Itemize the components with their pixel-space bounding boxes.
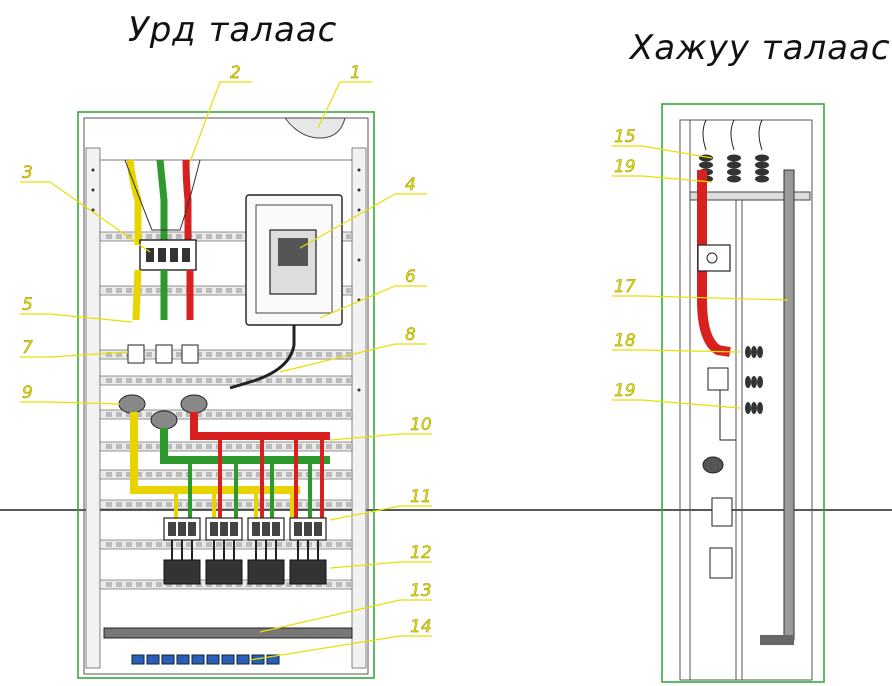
cable-entry [283, 117, 346, 139]
callout-front-5: 5 [22, 295, 33, 315]
callout-front-9: 9 [22, 383, 33, 403]
side-earth-bar [783, 169, 795, 641]
side-switch [697, 244, 731, 272]
incoming-cable-red [182, 159, 192, 245]
callout-front-10: 10 [410, 415, 432, 435]
callout-front-4: 4 [405, 175, 416, 195]
front-frame [83, 117, 369, 675]
callout-front-14: 14 [410, 617, 432, 637]
side-view-title: Хажуу талаас [630, 28, 891, 68]
busbar-green [160, 428, 330, 464]
top-rail-side [689, 191, 811, 201]
front-enclosure-outline [77, 111, 375, 679]
current-transformers [127, 344, 199, 364]
left-post [85, 147, 101, 669]
callout-side-2: 19 [614, 157, 636, 177]
front-view-title: Урд талаас [128, 10, 338, 50]
callout-front-3: 3 [22, 163, 33, 183]
right-post [351, 147, 367, 669]
callout-side-5: 19 [614, 381, 636, 401]
callout-front-12: 12 [410, 543, 432, 563]
callout-front-1: 1 [350, 63, 361, 83]
terminal-blocks [131, 654, 280, 665]
callout-side-1: 15 [614, 127, 636, 147]
callout-front-11: 11 [410, 487, 432, 507]
meter-cable [229, 325, 296, 390]
callout-side-4: 18 [614, 331, 636, 351]
insulator-icon [699, 119, 769, 414]
callout-front-13: 13 [410, 581, 432, 601]
busbar-red [190, 412, 330, 440]
callout-front-8: 8 [405, 325, 416, 345]
incoming-cable-green [156, 159, 168, 245]
circuit-breakers [163, 517, 327, 585]
callout-front-6: 6 [405, 267, 416, 287]
ct-rings [118, 394, 208, 430]
front-view [77, 111, 375, 679]
side-enclosure-outline [661, 103, 825, 683]
callout-front-2: 2 [230, 63, 241, 83]
side-busbar-red [697, 170, 731, 357]
callout-front-7: 7 [22, 338, 33, 358]
earth-bar [103, 627, 353, 639]
callout-side-3: 17 [614, 277, 636, 297]
side-view [661, 103, 825, 683]
callout-leaders [20, 81, 789, 661]
busbar-yellow [130, 412, 300, 494]
